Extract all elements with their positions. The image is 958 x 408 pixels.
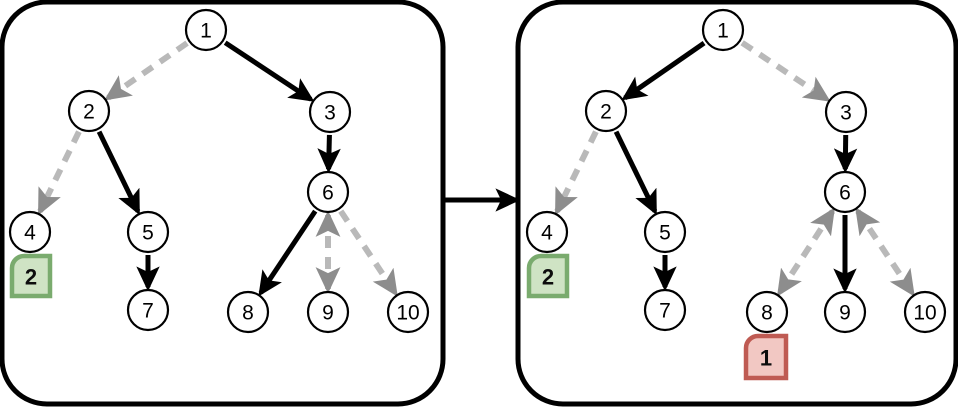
node-circle-5 <box>126 210 170 254</box>
graph-panel-before: 1 2 3 4 5 6 7 8 9 10 2 <box>0 0 446 407</box>
node-4[interactable]: 4 <box>525 210 569 254</box>
edge-6-to-10 <box>338 209 398 297</box>
node-label-4: 4 <box>541 222 553 245</box>
edge-1-to-2 <box>104 40 189 101</box>
badge-label: 1 <box>760 346 772 371</box>
node-label-3: 3 <box>324 102 336 125</box>
node-2[interactable]: 2 <box>584 89 628 133</box>
node-4[interactable]: 4 <box>8 210 52 254</box>
node-label-6: 6 <box>839 182 851 205</box>
node-label-8: 8 <box>761 302 773 325</box>
node-7[interactable]: 7 <box>126 288 170 332</box>
node-3[interactable]: 3 <box>824 90 868 134</box>
badge-green-node-4[interactable]: 2 <box>526 253 570 299</box>
node-circle-8 <box>226 290 270 334</box>
badge-label: 2 <box>542 265 554 290</box>
node-5[interactable]: 5 <box>643 210 687 254</box>
node-9[interactable]: 9 <box>823 290 867 334</box>
node-label-4: 4 <box>24 222 36 245</box>
node-label-1: 1 <box>717 20 729 43</box>
edge-1-to-3 <box>740 40 831 102</box>
edge-1-to-3 <box>223 40 315 102</box>
node-circle-4 <box>525 210 569 254</box>
node-label-3: 3 <box>840 102 852 125</box>
node-circle-10 <box>386 290 430 334</box>
node-label-5: 5 <box>659 222 671 245</box>
node-label-6: 6 <box>322 182 334 205</box>
node-circle-8 <box>745 290 789 334</box>
edge-2-to-5 <box>613 130 658 216</box>
edges-before <box>37 40 398 297</box>
node-circle-5 <box>643 210 687 254</box>
node-circle-9 <box>823 290 867 334</box>
node-8[interactable]: 8 <box>745 290 789 334</box>
node-3[interactable]: 3 <box>308 90 352 134</box>
badge-green-node-4[interactable]: 2 <box>9 253 53 299</box>
node-6[interactable]: 6 <box>823 170 867 214</box>
node-label-5: 5 <box>142 222 154 245</box>
node-circle-3 <box>824 90 868 134</box>
panel-border-after <box>515 0 958 407</box>
edge-2-to-5 <box>96 130 141 216</box>
node-circle-7 <box>643 288 687 332</box>
node-8[interactable]: 8 <box>226 290 270 334</box>
node-circle-9 <box>306 290 350 334</box>
node-9[interactable]: 9 <box>306 290 350 334</box>
node-circle-1 <box>184 8 228 52</box>
node-label-10: 10 <box>396 302 419 325</box>
badge-shape <box>9 253 53 299</box>
node-5[interactable]: 5 <box>126 210 170 254</box>
node-circle-6 <box>823 170 867 214</box>
node-6[interactable]: 6 <box>306 170 350 214</box>
edge-6-to-8 <box>258 209 318 297</box>
edge-2-to-4 <box>554 130 599 216</box>
node-label-2: 2 <box>83 101 95 124</box>
badge-shape <box>526 253 570 299</box>
node-circle-7 <box>126 288 170 332</box>
node-label-2: 2 <box>600 101 612 124</box>
node-circle-2 <box>67 89 111 133</box>
node-circle-1 <box>701 8 745 52</box>
node-label-10: 10 <box>913 302 936 325</box>
node-label-9: 9 <box>322 302 334 325</box>
node-7[interactable]: 7 <box>643 288 687 332</box>
badge-red-node-8[interactable]: 1 <box>743 333 789 381</box>
node-2[interactable]: 2 <box>67 89 111 133</box>
node-circle-6 <box>306 170 350 214</box>
node-1[interactable]: 1 <box>701 8 745 52</box>
node-label-8: 8 <box>242 302 254 325</box>
badge-label: 2 <box>25 265 37 290</box>
node-10[interactable]: 10 <box>386 290 430 334</box>
edge-1-to-2 <box>621 41 706 101</box>
node-label-7: 7 <box>659 300 671 323</box>
node-label-1: 1 <box>200 20 212 43</box>
node-circle-10 <box>903 290 947 334</box>
node-1[interactable]: 1 <box>184 8 228 52</box>
edge-3-to-6 <box>317 134 341 174</box>
panel-border-before <box>0 0 446 407</box>
node-label-9: 9 <box>839 302 851 325</box>
node-circle-3 <box>308 90 352 134</box>
badge-shape <box>743 333 789 381</box>
edges-after <box>554 40 915 297</box>
node-label-7: 7 <box>142 300 154 323</box>
node-circle-4 <box>8 210 52 254</box>
graph-panel-after: 1 2 3 4 5 6 7 8 9 10 2 1 <box>515 0 958 407</box>
node-circle-2 <box>584 89 628 133</box>
edge-2-to-4 <box>37 130 82 216</box>
edge-6-to-10 <box>855 207 915 297</box>
edge-6-to-8 <box>777 207 835 297</box>
node-10[interactable]: 10 <box>903 290 947 334</box>
